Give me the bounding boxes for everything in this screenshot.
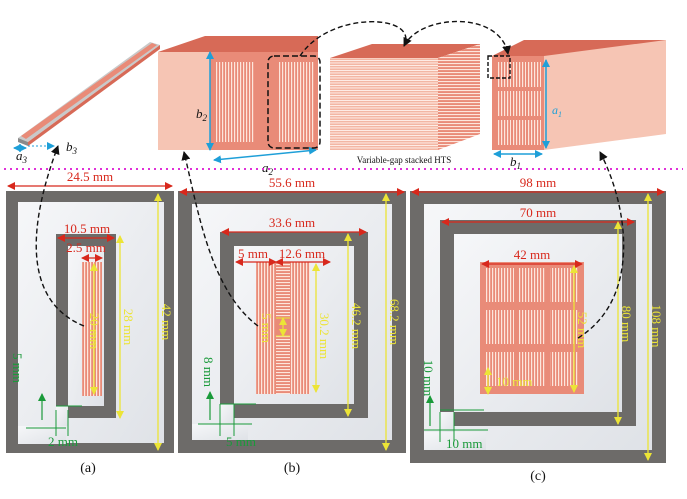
panel-b-outer-height: 68.2 mm — [387, 299, 402, 345]
panel-c-outer-height: 108 mm — [649, 305, 664, 348]
grid-block-3d — [487, 40, 666, 158]
panel-a-inner-width: 10.5 mm — [64, 221, 110, 236]
panel-a-gap: 2 mm — [48, 434, 78, 449]
tape-b3-label: b3 — [66, 139, 78, 156]
panel-b-inner-height: 46.2 mm — [349, 303, 364, 349]
panel-a-conductor-height: 20 mm — [87, 313, 102, 349]
panel-b-coil — [178, 191, 406, 453]
panel-b-frame-thickness: 8 mm — [201, 357, 216, 387]
panel-b-conductor-right — [290, 262, 310, 394]
panel-b-gap: 5 mm — [226, 434, 256, 449]
panel-b-gap-width: 12.6 mm — [279, 246, 325, 261]
stacked-hts-cube-3d — [330, 44, 480, 150]
hts-tape-3d — [13, 42, 160, 152]
connector-panel-b-to-block — [181, 151, 259, 327]
stack-caption: Variable-gap stacked HTS — [357, 155, 451, 165]
panel-c-conductor-width: 42 mm — [514, 247, 550, 262]
a2-dimension-arrow — [213, 146, 317, 164]
panel-b-strip-height: 5 mm — [259, 313, 274, 343]
panel-b-conductor-left — [256, 262, 276, 394]
connector-panel-a-to-tape — [35, 145, 85, 327]
panel-c-inner-height: 80 mm — [619, 306, 634, 342]
two-stack-block-3d — [158, 36, 321, 164]
panel-c-label: (c) — [530, 469, 546, 484]
stack-right — [278, 62, 314, 142]
panel-a-label: (a) — [80, 461, 96, 476]
panel-c-inner-width: 70 mm — [520, 205, 556, 220]
panel-b-outer-width: 55.6 mm — [269, 175, 315, 190]
panel-c-conductor-height: 52 mm — [575, 312, 590, 348]
panel-b-inner-width: 33.6 mm — [269, 215, 315, 230]
panel-b-strip-width: 5 mm — [238, 246, 268, 261]
panel-a-inner-height: 28 mm — [121, 309, 136, 345]
panel-b-conductor-height: 30.2 mm — [317, 313, 332, 359]
block-a2-label: a2 — [262, 160, 274, 177]
panel-a-frame-thickness: 5 mm — [10, 353, 25, 383]
panel-c-frame-thickness: 10 mm — [421, 360, 436, 396]
panel-b-label: (b) — [284, 461, 301, 476]
stack-left — [216, 62, 254, 142]
block-b2-label: b2 — [196, 106, 208, 123]
grid-a1-label: a1 — [552, 103, 562, 119]
panel-c-gap: 10 mm — [446, 436, 482, 451]
connector-panel-c-to-grid — [577, 151, 625, 339]
panel-a-outer-height: 42 mm — [159, 304, 174, 340]
tape-a3-label: a3 — [16, 148, 28, 165]
zoom-box-stack — [267, 55, 321, 149]
zoom-box-cell — [487, 55, 511, 79]
grid-b1-label: b1 — [510, 154, 521, 171]
zoom-connector-stack — [299, 21, 412, 57]
panel-c-cell-height: 10 mm — [496, 374, 532, 389]
zoom-connector-cell — [403, 20, 511, 55]
panel-a-conductor-width: 2.5 mm — [66, 240, 106, 255]
panel-c-outer-width: 98 mm — [520, 175, 556, 190]
panel-a-outer-width: 24.5 mm — [67, 169, 113, 184]
